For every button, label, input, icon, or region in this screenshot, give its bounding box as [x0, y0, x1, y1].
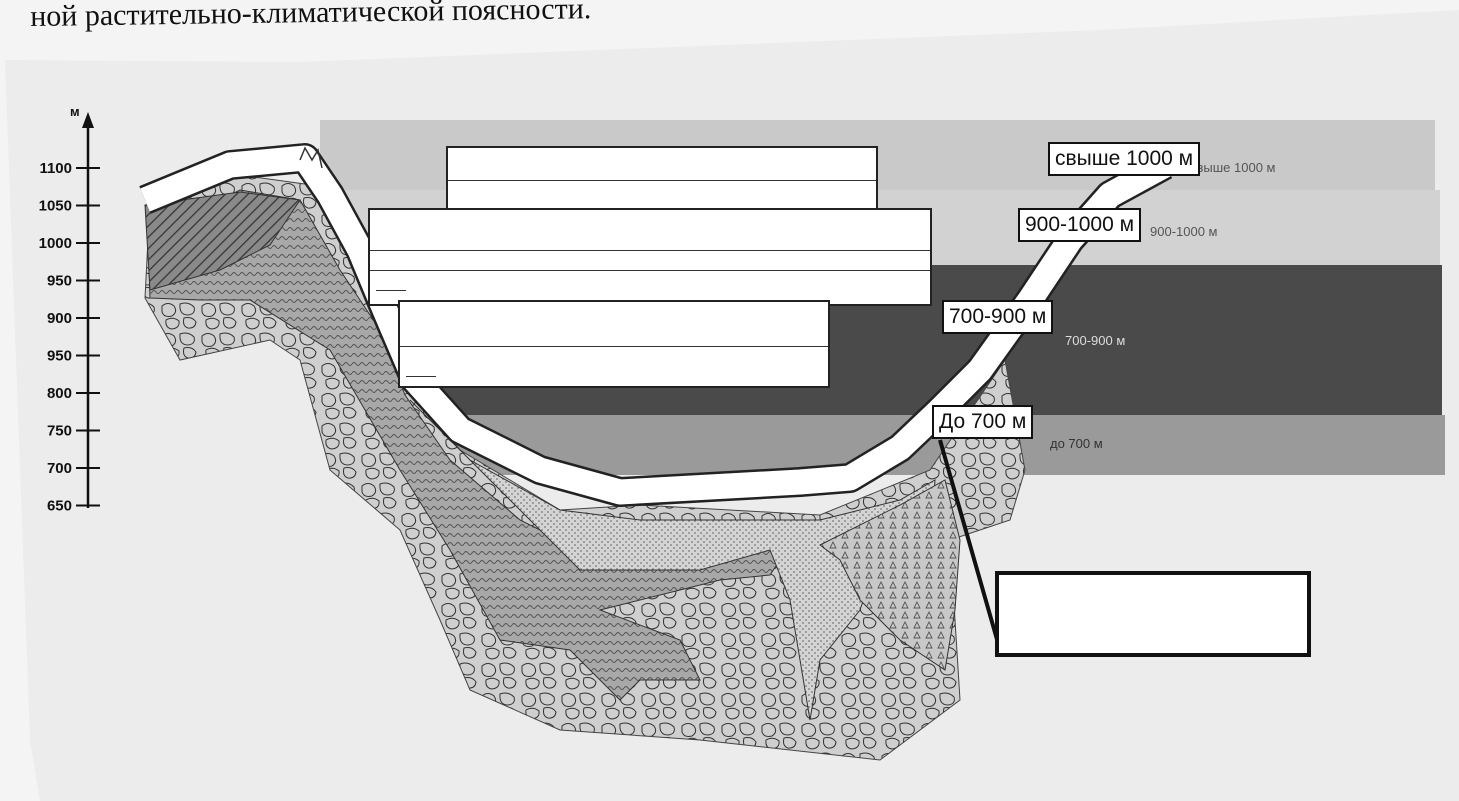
axis-tick-label: 1000	[39, 235, 72, 252]
hatched-cap	[144, 191, 301, 291]
axis-unit: м	[70, 104, 80, 119]
axis-tick-label: 900	[47, 310, 72, 327]
label-above-1000: свыше 1000 м	[1048, 142, 1201, 176]
band-middle-caption: 700-900 м	[1065, 333, 1125, 348]
label-700-900: 700-900 м	[942, 300, 1054, 334]
blank-box-middle[interactable]	[398, 300, 830, 388]
axis-tick-label: 950	[47, 348, 72, 365]
band-top-caption: свыше 1000 м	[1190, 160, 1276, 175]
wavy-layer	[147, 189, 792, 701]
triangle-layer	[819, 479, 961, 671]
answer-box[interactable]	[995, 571, 1311, 657]
label-below-700: До 700 м	[932, 405, 1034, 439]
axis-tick-label: 1100	[39, 160, 72, 177]
axis-tick-label: 950	[47, 273, 72, 290]
answer-connector	[938, 439, 1002, 651]
axis-tick-label: 650	[47, 498, 72, 515]
axis-tick-label: 800	[47, 385, 72, 402]
blank-box-upper[interactable]	[368, 208, 932, 306]
axis-tick-label: 700	[47, 460, 72, 477]
peak-rocks	[299, 146, 323, 169]
axis-tick-label: 1050	[39, 198, 72, 215]
label-900-1000: 900-1000 м	[1018, 208, 1142, 242]
band-upper-caption: 900-1000 м	[1150, 224, 1218, 239]
axis-tick-label: 750	[47, 423, 72, 440]
altitude-axis: м 1100 1050 1000 950 900 950 800 750 700 650	[39, 104, 100, 515]
band-bottom-caption: до 700 м	[1050, 436, 1103, 451]
